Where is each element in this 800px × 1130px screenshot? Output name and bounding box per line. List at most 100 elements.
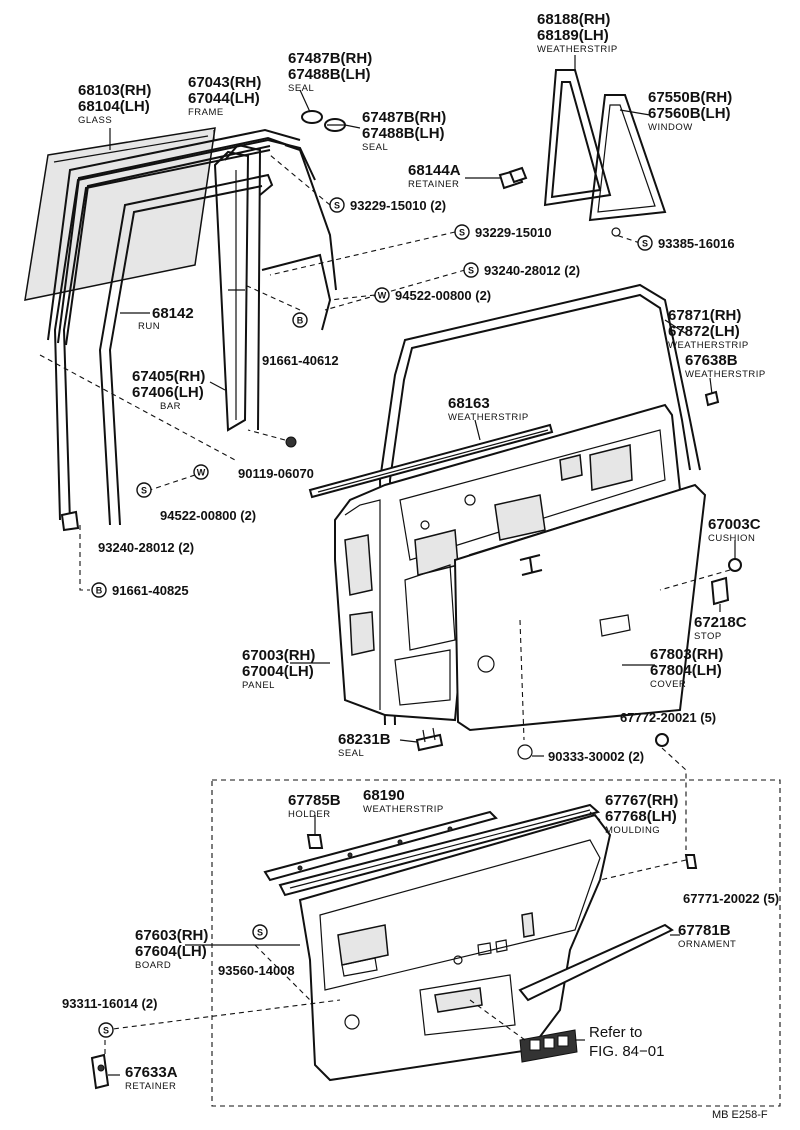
svg-text:RUN: RUN	[138, 321, 160, 332]
drawing-code: MB E258-F	[712, 1109, 768, 1121]
dashed-leaders	[39, 154, 731, 1058]
svg-text:RETAINER: RETAINER	[408, 179, 459, 190]
svg-text:67488B(LH): 67488B(LH)	[288, 66, 371, 83]
svg-text:68188(RH): 68188(RH)	[537, 11, 610, 28]
svg-text:67871(RH): 67871(RH)	[668, 307, 741, 324]
svg-text:68189(LH): 68189(LH)	[537, 27, 609, 44]
quarter-window	[588, 94, 667, 237]
label-bar: 67405(RH) 67406(LH) BAR	[132, 368, 205, 412]
svg-text:93229-15010 (2): 93229-15010 (2)	[350, 198, 446, 213]
svg-text:67044(LH): 67044(LH)	[188, 90, 260, 107]
svg-text:WEATHERSTRIP: WEATHERSTRIP	[363, 804, 444, 815]
svg-text:67872(LH): 67872(LH)	[668, 323, 740, 340]
moulding-part	[278, 803, 601, 897]
svg-text:S: S	[141, 486, 147, 496]
label-weatherstrip-door: 67871(RH) 67872(LH) WEATHERSTRIP	[668, 307, 748, 351]
svg-text:S: S	[103, 1026, 109, 1036]
svg-text:67218C: 67218C	[694, 614, 747, 631]
switch-panel	[519, 1029, 578, 1063]
svg-text:S: S	[257, 928, 263, 938]
door-weatherstrip	[378, 283, 701, 726]
svg-text:BAR: BAR	[160, 401, 181, 412]
svg-text:WINDOW: WINDOW	[648, 122, 693, 133]
svg-text:93229-15010: 93229-15010	[475, 225, 552, 240]
svg-text:68144A: 68144A	[408, 162, 461, 179]
svg-text:FIG. 84−01: FIG. 84−01	[589, 1043, 664, 1060]
svg-text:S: S	[468, 266, 474, 276]
label-run: 68142 RUN	[138, 305, 194, 332]
svg-text:B: B	[96, 586, 103, 596]
division-bar	[213, 143, 337, 432]
svg-text:GLASS: GLASS	[78, 115, 112, 126]
svg-text:67633A: 67633A	[125, 1064, 178, 1081]
svg-text:WEATHERSTRIP: WEATHERSTRIP	[685, 369, 766, 380]
svg-text:93240-28012 (2): 93240-28012 (2)	[98, 540, 194, 555]
svg-text:67550B(RH): 67550B(RH)	[648, 89, 732, 106]
svg-text:SEAL: SEAL	[362, 142, 388, 153]
svg-text:67803(RH): 67803(RH)	[650, 646, 723, 663]
svg-text:67771-20022 (5): 67771-20022 (5)	[683, 891, 779, 906]
label-cushion: 67003C CUSHION	[708, 516, 761, 544]
svg-text:68104(LH): 68104(LH)	[78, 98, 150, 115]
label-seal-bottom: 68231B SEAL	[338, 731, 391, 759]
svg-text:67487B(RH): 67487B(RH)	[288, 50, 372, 67]
svg-text:93560-14008: 93560-14008	[218, 963, 295, 978]
svg-text:67768(LH): 67768(LH)	[605, 808, 677, 825]
svg-text:67406(LH): 67406(LH)	[132, 384, 204, 401]
label-ornament: 67781B ORNAMENT	[678, 922, 736, 950]
label-weatherstrip-quarter: 68188(RH) 68189(LH) WEATHERSTRIP	[537, 11, 618, 55]
label-retainer-top: 68144A RETAINER	[408, 162, 461, 190]
svg-text:68190: 68190	[363, 787, 405, 804]
svg-text:WEATHERSTRIP: WEATHERSTRIP	[448, 412, 529, 423]
label-weatherstrip-638: 67638B WEATHERSTRIP	[685, 352, 766, 380]
label-panel: 67003(RH) 67004(LH) PANEL	[242, 647, 315, 691]
label-glass: 68103(RH) 68104(LH) GLASS	[78, 82, 151, 126]
svg-text:67003(RH): 67003(RH)	[242, 647, 315, 664]
svg-text:67604(LH): 67604(LH)	[135, 943, 207, 960]
svg-text:91661-40825: 91661-40825	[112, 583, 189, 598]
grommet-part	[517, 744, 533, 760]
bottom-seal-part	[415, 727, 444, 752]
svg-text:CUSHION: CUSHION	[708, 533, 755, 544]
svg-text:FRAME: FRAME	[188, 107, 224, 118]
leader-lines	[108, 55, 736, 1076]
svg-text:HOLDER: HOLDER	[288, 809, 331, 820]
svg-text:94522-00800 (2): 94522-00800 (2)	[160, 508, 256, 523]
svg-text:67488B(LH): 67488B(LH)	[362, 125, 445, 142]
svg-text:67487B(RH): 67487B(RH)	[362, 109, 446, 126]
svg-text:67003C: 67003C	[708, 516, 761, 533]
svg-text:67785B: 67785B	[288, 792, 341, 809]
label-moulding: 67767(RH) 67768(LH) MOULDING	[605, 792, 678, 836]
svg-text:W: W	[197, 468, 206, 478]
seal-upper-part	[301, 110, 323, 124]
svg-text:67603(RH): 67603(RH)	[135, 927, 208, 944]
label-weatherstrip-inner: 68190 WEATHERSTRIP	[363, 787, 444, 815]
figure-reference[interactable]: Refer to FIG. 84−01	[589, 1024, 664, 1060]
svg-text:67560B(LH): 67560B(LH)	[648, 105, 731, 122]
weatherstrip-clip	[704, 390, 720, 407]
svg-text:COVER: COVER	[650, 679, 686, 690]
svg-text:68142: 68142	[152, 305, 194, 322]
svg-text:MOULDING: MOULDING	[605, 825, 660, 836]
svg-text:WEATHERSTRIP: WEATHERSTRIP	[537, 44, 618, 55]
door-cover	[453, 483, 707, 741]
svg-text:93240-28012 (2): 93240-28012 (2)	[484, 263, 580, 278]
cushion-part	[728, 558, 742, 572]
door-glass	[24, 127, 216, 301]
door-panel	[334, 403, 682, 722]
svg-text:94522-00800 (2): 94522-00800 (2)	[395, 288, 491, 303]
svg-text:B: B	[297, 316, 304, 326]
svg-text:STOP: STOP	[694, 631, 722, 642]
label-seal-mid: 67487B(RH) 67488B(LH) SEAL	[362, 109, 446, 153]
svg-text:67767(RH): 67767(RH)	[605, 792, 678, 809]
svg-text:93385-16016: 93385-16016	[658, 236, 735, 251]
svg-text:90333-30002 (2): 90333-30002 (2)	[548, 749, 644, 764]
svg-text:S: S	[642, 239, 648, 249]
label-weatherstrip-belt: 68163 WEATHERSTRIP	[448, 395, 529, 423]
svg-text:ORNAMENT: ORNAMENT	[678, 939, 736, 950]
inner-weatherstrip	[263, 810, 498, 882]
svg-text:BOARD: BOARD	[135, 960, 171, 971]
belt-weatherstrip	[308, 423, 554, 499]
svg-text:W: W	[378, 291, 387, 301]
